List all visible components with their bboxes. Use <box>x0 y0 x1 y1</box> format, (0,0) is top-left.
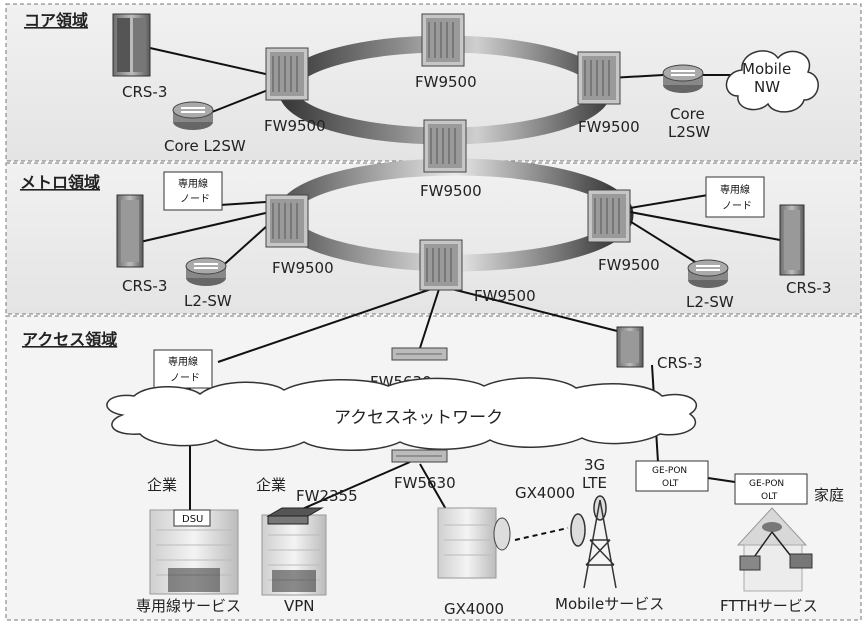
3g-label: 3G <box>584 456 605 474</box>
fw9500-core-top-chassis <box>421 13 465 67</box>
ftth-house-icon <box>736 507 813 592</box>
fw9500-metro-bottom-label: FW9500 <box>474 287 536 305</box>
home-label: 家庭 <box>814 486 844 504</box>
fw9500-core-right-chassis <box>577 51 621 105</box>
access-region-title: アクセス領域 <box>22 330 117 349</box>
core-l2sw-left-icon <box>172 101 214 130</box>
svg-text:GE-PON: GE-PON <box>652 466 687 476</box>
leased-node-access: 専用線 ノード <box>153 349 213 389</box>
fw2355-device <box>266 507 324 525</box>
svg-text:DSU: DSU <box>182 514 203 525</box>
access-region-panel <box>5 315 862 621</box>
fw9500-metro-bottom-chassis <box>419 239 463 291</box>
svg-text:専用線: 専用線 <box>720 183 750 196</box>
core-l2sw-right-icon <box>662 64 704 93</box>
fw9500-core-left-label: FW9500 <box>264 117 326 135</box>
access-network-cloud <box>106 377 697 451</box>
fw5630-top-device <box>391 347 448 361</box>
l2sw-metro-left-icon <box>185 257 227 286</box>
gx4000-building <box>437 507 511 579</box>
svg-text:OLT: OLT <box>662 479 679 489</box>
core-l2sw-right-label-1: Core <box>670 105 705 123</box>
crs3-core-label: CRS-3 <box>122 83 167 101</box>
crs3-metro-right-label: CRS-3 <box>786 279 831 297</box>
mobile-service-label: Mobileサービス <box>555 595 664 613</box>
crs3-access-label: CRS-3 <box>657 354 702 372</box>
svg-text:ノード: ノード <box>180 194 210 205</box>
leased-node-metro-right: 専用線 ノード <box>705 176 765 218</box>
fw5630-bottom-device <box>391 449 448 463</box>
crs3-core-rack <box>112 13 151 77</box>
mobile-nw-label-2: NW <box>754 78 780 96</box>
dsu-box: DSU <box>173 509 211 527</box>
crs3-access-rack <box>616 326 644 368</box>
fw2355-label: FW2355 <box>296 487 358 505</box>
fw9500-metro-right-chassis <box>587 189 631 243</box>
crs3-metro-left-label: CRS-3 <box>122 277 167 295</box>
mobile-tower-icon <box>570 495 617 589</box>
gepon-olt-left: GE-PON OLT <box>635 460 709 492</box>
leased-node-metro-left: 専用線 ノード <box>163 171 223 211</box>
gepon-olt-right: GE-PON OLT <box>734 473 808 505</box>
enterprise-label-1: 企業 <box>147 476 177 494</box>
fw9500-core-right-label: FW9500 <box>578 118 640 136</box>
fw9500-metro-left-chassis <box>265 194 309 248</box>
svg-text:OLT: OLT <box>761 492 778 502</box>
gx4000-top-label: GX4000 <box>515 484 575 502</box>
fw9500-core-left-chassis <box>265 47 309 101</box>
crs3-metro-right-rack <box>779 204 805 276</box>
svg-text:GE-PON: GE-PON <box>749 479 784 489</box>
metro-region-title: メトロ領域 <box>20 173 100 192</box>
svg-text:ノード: ノード <box>170 373 200 384</box>
enterprise-label-2: 企業 <box>256 476 286 494</box>
mobile-nw-cloud <box>725 50 819 113</box>
l2sw-metro-right-icon <box>687 259 729 288</box>
fw9500-metro-left-label: FW9500 <box>272 259 334 277</box>
core-l2sw-left-label: Core L2SW <box>164 137 246 155</box>
mobile-nw-label-1: Mobile <box>742 60 791 78</box>
access-network-label: アクセスネットワーク <box>334 408 503 428</box>
l2sw-metro-left-label: L2-SW <box>184 292 232 310</box>
core-region-title: コア領域 <box>24 11 88 30</box>
crs3-metro-left-rack <box>116 194 144 268</box>
fw9500-metro-right-label: FW9500 <box>598 256 660 274</box>
vpn-building <box>261 514 327 596</box>
vpn-service-label: VPN <box>284 597 315 615</box>
lte-label: LTE <box>582 474 607 492</box>
svg-text:専用線: 専用線 <box>178 177 208 190</box>
svg-text:専用線: 専用線 <box>168 355 198 368</box>
fw9500-metro-top-label: FW9500 <box>420 182 482 200</box>
fw5630-bottom-label: FW5630 <box>394 474 456 492</box>
ftth-service-label: FTTHサービス <box>720 597 818 615</box>
fw9500-core-top-label: FW9500 <box>415 73 477 91</box>
l2sw-metro-right-label: L2-SW <box>686 293 734 311</box>
core-l2sw-right-label-2: L2SW <box>668 123 710 141</box>
svg-text:ノード: ノード <box>722 201 752 212</box>
gx4000-bottom-label: GX4000 <box>444 600 504 618</box>
fw9500-metro-top-chassis <box>423 119 467 173</box>
leased-line-service-label: 専用線サービス <box>136 597 241 615</box>
wireless-link <box>514 527 569 541</box>
